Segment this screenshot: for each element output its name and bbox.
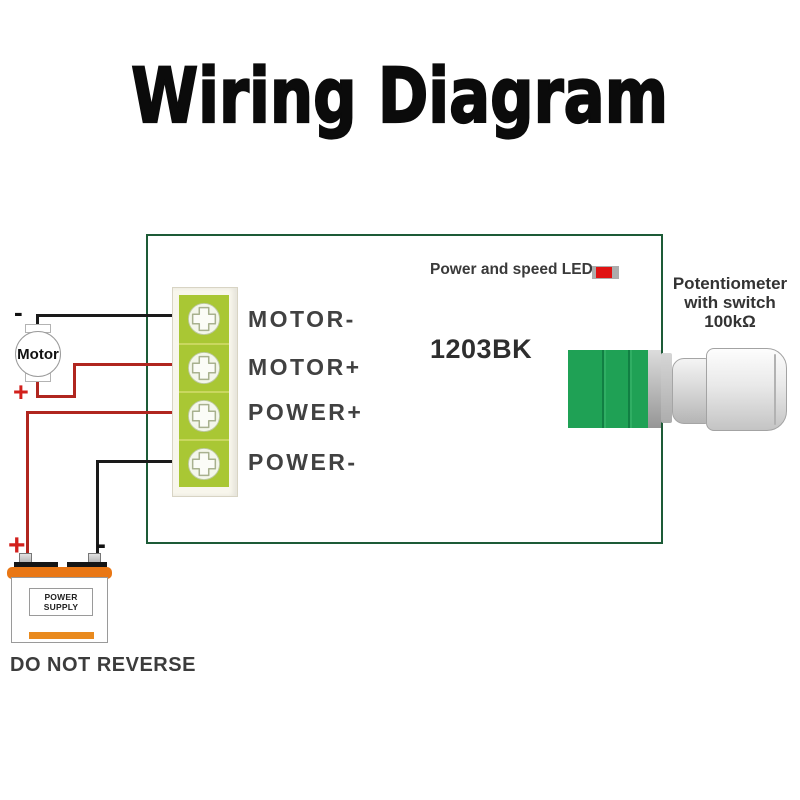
battery-positive-post-base [14, 562, 58, 569]
potentiometer-body-seam-highlight [604, 350, 606, 428]
motor: Motor [15, 331, 61, 377]
led-lens [596, 267, 612, 278]
motor-positive-wire-bottom [36, 395, 76, 398]
screw-terminal-icon [187, 302, 221, 336]
screw-terminal-icon [187, 399, 221, 433]
do-not-reverse-warning: DO NOT REVERSE [10, 654, 196, 676]
potentiometer-flange [661, 353, 672, 423]
page-title: Wiring Diagram [0, 51, 800, 140]
screw-terminal-icon [187, 351, 221, 385]
terminal-cell-power-minus [179, 439, 229, 487]
potentiometer-body-seam [628, 350, 630, 428]
battery-top-cap [7, 567, 112, 579]
terminal-cell-power-plus [179, 391, 229, 439]
led-icon [592, 266, 619, 279]
motor-minus-sign: - [14, 297, 23, 327]
potentiometer-label-line2: with switch [684, 293, 776, 312]
page-title-text: Wiring Diagram [131, 51, 670, 140]
power-positive-wire-vertical [26, 411, 29, 557]
battery-minus-sign: - [96, 528, 106, 561]
power-supply-label-box: POWER SUPPLY [29, 588, 93, 616]
board-model-label: 1203BK [430, 334, 533, 364]
led-annotation-label: Power and speed LED [430, 261, 593, 278]
power-negative-wire-horizontal [96, 460, 182, 463]
motor-positive-wire-to-terminal [73, 363, 182, 366]
motor-positive-wire-rise [73, 363, 76, 398]
terminal-cell-motor-minus [179, 295, 229, 343]
terminal-label-power-minus: POWER- [248, 449, 358, 475]
potentiometer-knob [706, 348, 787, 431]
potentiometer-label-line1: Potentiometer [672, 274, 788, 293]
potentiometer-label-line3: 100kΩ [704, 312, 756, 331]
motor-plus-sign: + [13, 377, 29, 407]
power-positive-wire-horizontal [26, 411, 182, 414]
potentiometer-body [568, 350, 648, 428]
potentiometer-body-seam [602, 350, 604, 428]
screw-terminal-icon [187, 447, 221, 481]
terminal-label-motor-minus: MOTOR- [248, 306, 356, 332]
knob-ridge [774, 354, 776, 425]
potentiometer-label: Potentiometer with switch 100kΩ [655, 274, 800, 331]
battery-negative-post-base [67, 562, 107, 569]
motor-negative-wire-vertical [36, 314, 39, 328]
power-supply-label: POWER SUPPLY [43, 592, 79, 612]
battery-bottom-strip [29, 632, 94, 639]
terminal-cell-motor-plus [179, 343, 229, 391]
motor-label: Motor [17, 345, 59, 363]
motor-negative-wire-horizontal [36, 314, 182, 317]
terminal-label-power-plus: POWER+ [248, 399, 364, 425]
potentiometer-body-seam-highlight [630, 350, 632, 428]
terminal-label-motor-plus: MOTOR+ [248, 354, 362, 380]
potentiometer-end-cap [648, 350, 661, 428]
power-negative-wire-vertical [96, 460, 99, 557]
motor-positive-wire-drop [36, 380, 39, 398]
potentiometer-shaft [672, 358, 708, 424]
terminal-block [179, 295, 229, 487]
